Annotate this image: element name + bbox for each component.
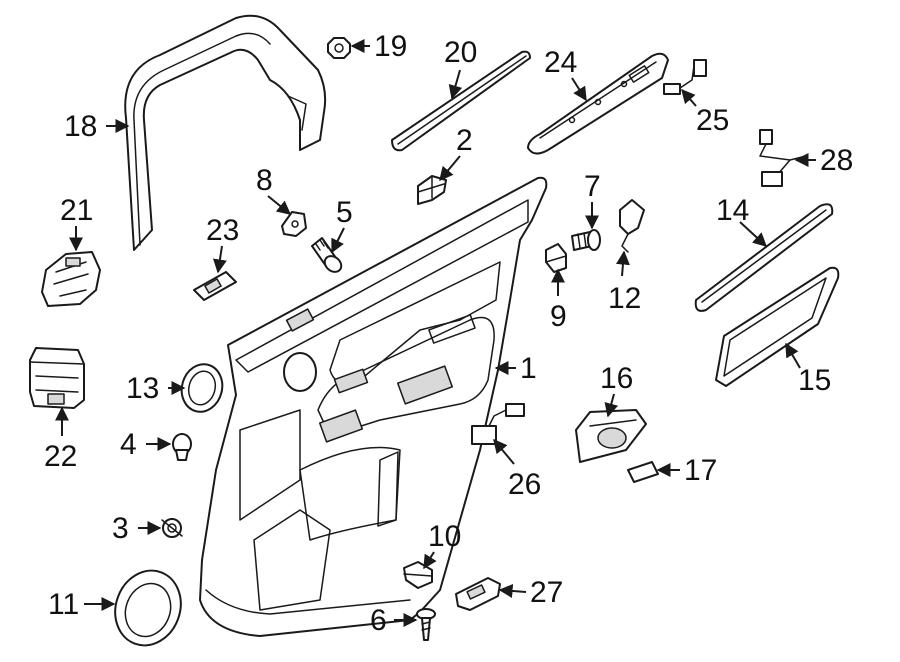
leader-lines <box>55 39 816 627</box>
part-22-switch-module[interactable] <box>29 347 85 409</box>
part-25-connector[interactable] <box>663 59 707 95</box>
part-3-retainer[interactable] <box>161 518 183 538</box>
part-12-bracket[interactable] <box>619 199 645 253</box>
part-5-screw[interactable] <box>311 237 344 275</box>
part-8-clip[interactable] <box>281 211 307 237</box>
part-7-screw[interactable] <box>571 229 601 251</box>
part-15-applique[interactable] <box>715 266 840 387</box>
callout-23: 23 <box>206 214 239 247</box>
callout-16: 16 <box>600 362 633 395</box>
part-19-nut[interactable] <box>327 37 351 59</box>
callout-8: 8 <box>256 164 273 197</box>
part-14-trim-strip[interactable] <box>694 203 834 312</box>
callout-18: 18 <box>64 110 97 143</box>
callout-2: 2 <box>456 124 473 157</box>
part-9-clip[interactable] <box>545 243 567 273</box>
callout-7: 7 <box>584 170 601 203</box>
callout-15: 15 <box>798 364 831 397</box>
part-21-window-switch[interactable] <box>41 251 101 307</box>
callout-1: 1 <box>520 352 537 385</box>
callout-25: 25 <box>696 104 729 137</box>
callout-9: 9 <box>550 300 567 333</box>
part-6-screw[interactable] <box>416 608 436 641</box>
part-2-bracket[interactable] <box>417 175 447 205</box>
callout-labels: 1 2 3 4 5 6 7 8 9 10 11 12 13 14 15 16 1… <box>44 30 853 637</box>
callout-27: 27 <box>530 576 563 609</box>
callout-21: 21 <box>60 194 93 227</box>
callout-5: 5 <box>336 196 353 229</box>
callout-26: 26 <box>508 468 541 501</box>
part-4-push-pin[interactable] <box>172 433 192 461</box>
part-18-glass-run-channel[interactable] <box>124 14 327 251</box>
callout-28: 28 <box>820 144 853 177</box>
callout-13: 13 <box>126 372 159 405</box>
callout-12: 12 <box>608 282 641 315</box>
callout-17: 17 <box>684 454 717 487</box>
callout-22: 22 <box>44 440 77 473</box>
part-13-speaker-ring[interactable] <box>176 360 227 417</box>
part-24-upper-trim-strip[interactable] <box>527 52 669 155</box>
part-1-door-trim-panel[interactable] <box>199 176 548 637</box>
callout-19: 19 <box>374 30 407 63</box>
callout-24: 24 <box>544 46 577 79</box>
part-23-switch-bezel[interactable] <box>193 271 237 301</box>
callout-14: 14 <box>716 194 749 227</box>
part-20-belt-weatherstrip[interactable] <box>391 50 531 152</box>
callout-10: 10 <box>428 520 461 553</box>
part-27-courtesy-lamp[interactable] <box>455 577 501 611</box>
callout-3: 3 <box>112 512 129 545</box>
part-17-cap[interactable] <box>627 461 659 483</box>
callout-6: 6 <box>370 604 387 637</box>
part-28-wire-harness[interactable] <box>759 129 807 187</box>
callout-11: 11 <box>48 588 79 621</box>
callout-20: 20 <box>444 36 477 69</box>
part-26-harness[interactable] <box>471 403 525 445</box>
callout-4: 4 <box>120 428 137 461</box>
part-16-inside-handle[interactable] <box>575 409 647 463</box>
part-11-speaker-gasket[interactable] <box>105 561 191 654</box>
